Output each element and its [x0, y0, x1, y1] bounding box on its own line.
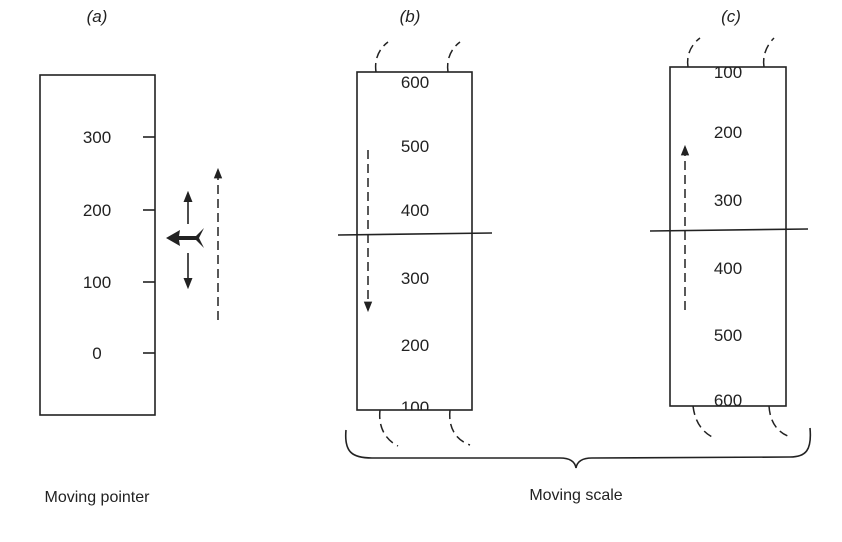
tape-continuation	[768, 405, 791, 438]
scale-value: 100	[401, 398, 429, 417]
panel-c-label: (c)	[721, 7, 741, 26]
tape-continuation	[762, 37, 775, 68]
tape-continuation	[448, 409, 471, 446]
moving-scale-frame	[669, 66, 787, 407]
index-line	[649, 228, 809, 232]
scale-value: 0	[92, 344, 101, 363]
panel-c-moving-scale: (c) 100 200 300 400 500 600	[649, 7, 809, 439]
scale-value: 500	[401, 137, 429, 156]
scale-value: 400	[401, 201, 429, 220]
scale-value: 200	[714, 123, 742, 142]
panel-b-label: (b)	[400, 7, 421, 26]
scale-value: 200	[83, 201, 111, 220]
scale-value: 100	[714, 63, 742, 82]
caption-moving-pointer: Moving pointer	[45, 489, 151, 506]
panel-a-moving-pointer: (a) 300 200 100 0 Moving pointer	[39, 7, 223, 506]
scale-value: 600	[714, 391, 742, 410]
moving-scale-frame	[356, 71, 473, 411]
pointer-icon	[166, 228, 204, 248]
tape-continuation	[692, 405, 715, 439]
scale-value: 300	[714, 191, 742, 210]
panel-a-label: (a)	[87, 7, 108, 26]
scale-value: 500	[714, 326, 742, 345]
tape-continuation	[374, 41, 389, 73]
tape-continuation	[686, 37, 701, 68]
scale-value: 400	[714, 259, 742, 278]
fixed-scale-frame	[39, 74, 156, 416]
caption-moving-scale: Moving scale	[529, 487, 622, 504]
panel-b-moving-scale: (b) 600 500 400 300 200 100	[337, 7, 493, 447]
scale-value: 300	[83, 128, 111, 147]
tape-continuation	[446, 41, 461, 73]
index-line	[337, 232, 493, 236]
scale-value: 100	[83, 273, 111, 292]
tape-continuation	[378, 409, 399, 447]
scale-value: 600	[401, 73, 429, 92]
scale-value: 300	[401, 269, 429, 288]
grouping-brace	[344, 427, 812, 469]
scale-value: 200	[401, 336, 429, 355]
